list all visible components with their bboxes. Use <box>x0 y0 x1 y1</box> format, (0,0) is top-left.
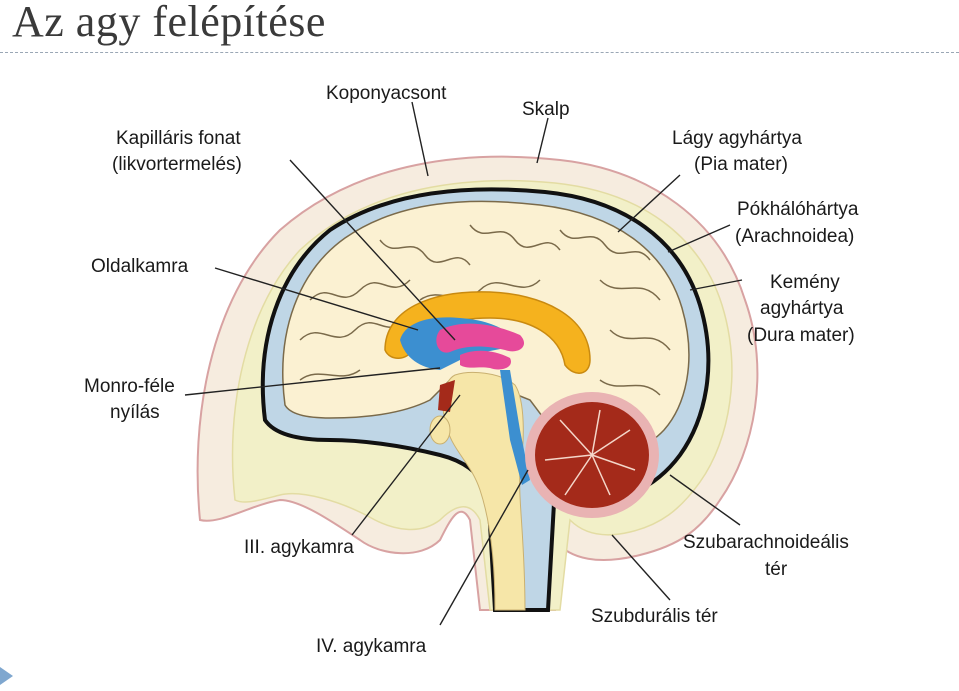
leader-lines <box>184 101 743 626</box>
label-iv-agykamra: IV. agykamra <box>316 636 427 657</box>
ventricle-channel <box>500 370 530 485</box>
label-szubarachnoidealis: Szubarachnoideális <box>683 532 849 553</box>
choroid-plexus-lower <box>460 350 511 370</box>
monro-foramen <box>438 380 455 412</box>
choroid-plexus <box>436 323 525 353</box>
label-kapillaris-fonat: Kapilláris fonat <box>116 128 241 149</box>
label-skalp: Skalp <box>522 99 570 120</box>
cortex-sulci <box>299 224 671 396</box>
pituitary <box>429 415 451 445</box>
label-szubduralis-ter: Szubdurális tér <box>591 606 718 627</box>
label-agyhartya: agyhártya <box>760 298 844 319</box>
label-iii-agykamra: III. agykamra <box>244 537 354 558</box>
label-oldalkamra: Oldalkamra <box>91 256 189 277</box>
label-lagy-agyhartya: Lágy agyhártya <box>672 128 802 149</box>
label-arachnoidea: (Arachnoidea) <box>735 226 854 247</box>
label-pokhalohartya: Pókhálóhártya <box>737 199 859 220</box>
bullet-arrow-icon <box>0 667 13 685</box>
label-pia-mater: (Pia mater) <box>694 154 788 175</box>
label-dura-mater: (Dura mater) <box>747 325 855 346</box>
label-ter: tér <box>765 559 788 580</box>
cerebellum-folia <box>544 409 636 496</box>
title-divider <box>0 52 959 53</box>
label-kemeny: Kemény <box>770 272 840 293</box>
label-likvortermeles: (likvortermelés) <box>112 154 242 175</box>
label-nyilas: nyílás <box>110 402 160 423</box>
label-koponyacsont: Koponyacsont <box>326 83 447 104</box>
slide-title: Az agy felépítése <box>12 0 326 46</box>
label-monro-fele: Monro-féle <box>84 376 175 397</box>
